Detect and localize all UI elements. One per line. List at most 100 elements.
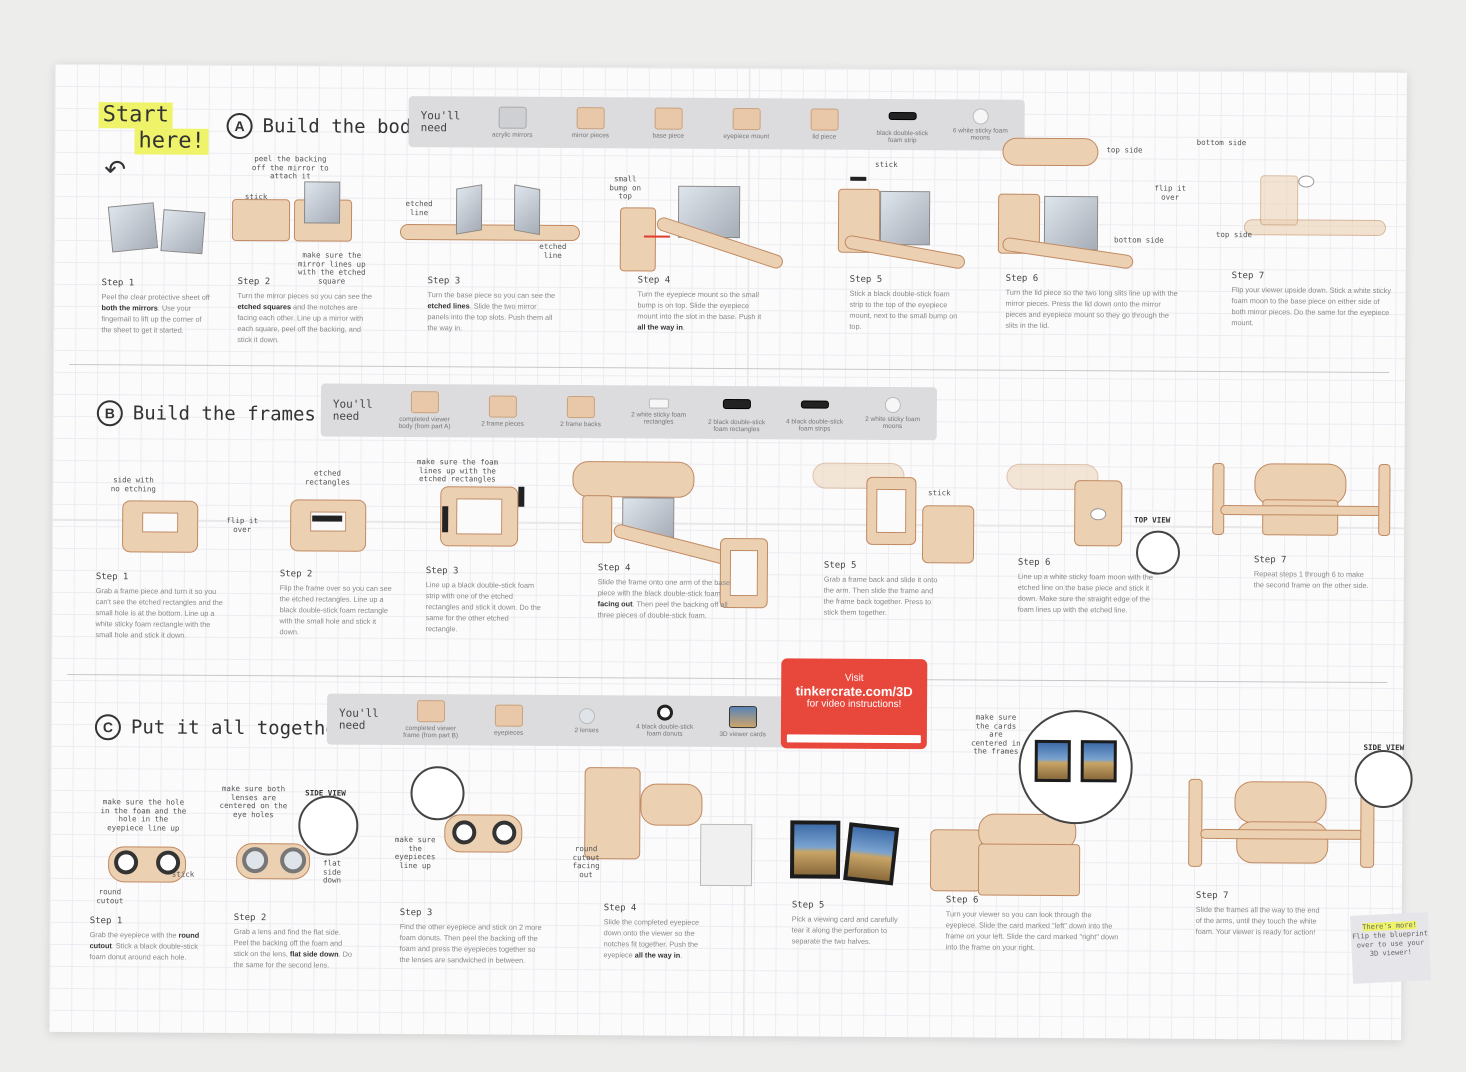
step-a3: Step 3 Turn the base piece so you can se… bbox=[427, 276, 557, 334]
step-label: Step 1 bbox=[95, 572, 129, 583]
step-b2: Step 2 Flip the frame over so you can se… bbox=[279, 569, 391, 638]
arrow-indicator bbox=[643, 235, 670, 238]
need-item: 2 white sticky foam moons bbox=[860, 396, 924, 430]
need-text: eyepieces bbox=[493, 729, 524, 737]
need-item: 6 white sticky foam moons bbox=[948, 108, 1012, 142]
step-label: Step 5 bbox=[823, 560, 857, 571]
step-b1: Step 1 Grab a frame piece and turn it so… bbox=[95, 572, 225, 641]
need-text: mirror pieces bbox=[571, 131, 610, 139]
step-label: Step 7 bbox=[1195, 890, 1229, 902]
zoom-inset bbox=[410, 766, 465, 821]
annotation: peel the backing off the mirror to attac… bbox=[251, 154, 329, 181]
lid-piece bbox=[640, 783, 703, 826]
section-a-heading: A Build the body bbox=[226, 112, 423, 140]
step-label: Step 4 bbox=[597, 563, 631, 574]
lens-icon bbox=[578, 707, 595, 724]
side-view-inset bbox=[298, 795, 359, 856]
foam-donut-icon bbox=[656, 704, 673, 721]
mirror-panel bbox=[513, 184, 541, 236]
acrylic-mirror-icon bbox=[498, 106, 527, 129]
stick-label: stick bbox=[171, 869, 195, 879]
mirror bbox=[303, 181, 341, 224]
section-title: Build the body bbox=[262, 115, 423, 139]
annotation: side with no etching bbox=[110, 475, 156, 494]
viewer-frame-icon bbox=[416, 700, 445, 723]
step-label: Step 4 bbox=[603, 903, 637, 914]
lid-piece bbox=[1234, 781, 1327, 824]
promo-tail: for video instructions! bbox=[806, 698, 902, 711]
step-c7: Step 7 Slide the frames all the way to t… bbox=[1196, 891, 1326, 938]
need-text: acrylic mirrors bbox=[492, 131, 533, 139]
frame-back-icon bbox=[566, 395, 595, 418]
section-title: Build the frames bbox=[132, 402, 316, 426]
need-text: 4 black double-stick foam donuts bbox=[636, 723, 694, 738]
foam-donut bbox=[492, 820, 517, 845]
step-text: Slide the frames all the way to the end … bbox=[1195, 904, 1320, 937]
need-item: base piece bbox=[636, 107, 700, 139]
eyepiece-mount bbox=[1260, 175, 1299, 226]
eyepiece-assembled bbox=[929, 829, 983, 892]
stick-label: stick bbox=[875, 159, 898, 170]
step-c6: Step 6 Turn your viewer so you can look … bbox=[946, 895, 1122, 953]
step-label: Step 4 bbox=[637, 275, 671, 286]
need-item: 2 frame pieces bbox=[471, 395, 535, 427]
lid-piece bbox=[572, 461, 695, 498]
annotation: make sure the cards are centered in the … bbox=[970, 712, 1021, 756]
here-word: here! bbox=[134, 128, 209, 155]
step-text: Find the other eyepiece and stick on 2 m… bbox=[399, 922, 542, 965]
mirror-sheet bbox=[107, 202, 159, 253]
step-c3: Step 3 Find the other eyepiece and stick… bbox=[399, 908, 547, 966]
step-label: Step 7 bbox=[1253, 555, 1287, 566]
need-item: lid piece bbox=[792, 107, 856, 140]
card-image bbox=[794, 824, 837, 875]
step-text: Slide the frame onto one arm of the base… bbox=[597, 577, 731, 620]
card-in-frame bbox=[1034, 739, 1071, 783]
need-text: black double-stick foam strip bbox=[876, 129, 929, 145]
foam-donut bbox=[114, 850, 139, 875]
black-foam-strip-icon bbox=[800, 400, 829, 409]
annotation: small bump on top bbox=[609, 174, 642, 201]
step-label: Step 5 bbox=[791, 900, 825, 911]
step-text: Turn the mirror pieces so you can see th… bbox=[237, 290, 372, 345]
step-label: Step 6 bbox=[1005, 273, 1039, 284]
step-text: Grab a frame piece and turn it so you ca… bbox=[95, 586, 223, 640]
section-divider-ab bbox=[69, 363, 1390, 374]
viewer-body-icon bbox=[410, 391, 439, 414]
lid-piece-icon bbox=[810, 107, 839, 131]
step-label: Step 2 bbox=[237, 276, 271, 288]
step-a6: Step 6 Turn the lid piece so the two lon… bbox=[1005, 274, 1181, 332]
step-a4: Step 4 Turn the eyepiece mount so the sm… bbox=[637, 275, 761, 333]
step-label: Step 1 bbox=[89, 916, 123, 927]
step-text: Peel the clear protective sheet off both… bbox=[101, 292, 210, 335]
need-text: 2 frame backs bbox=[560, 420, 601, 428]
foam-rectangle bbox=[312, 515, 343, 522]
step-label: Step 3 bbox=[425, 566, 459, 577]
needs-list-a: You'll need acrylic mirrors mirror piece… bbox=[408, 96, 1025, 151]
need-text: eyepiece mount bbox=[723, 132, 770, 140]
curved-arrow-icon: ↶ bbox=[104, 154, 127, 185]
step-text: Grab a frame back and slide it onto the … bbox=[823, 574, 938, 617]
annotation: etched rectangles bbox=[304, 468, 351, 487]
promo-url[interactable]: tinkercrate.com/3D bbox=[795, 683, 913, 700]
need-item: mirror pieces bbox=[558, 106, 622, 139]
need-text: 3D viewer cards bbox=[719, 730, 766, 738]
section-title: Put it all together bbox=[130, 716, 349, 740]
step-label: Step 1 bbox=[101, 278, 135, 289]
need-text: 2 frame pieces bbox=[481, 419, 524, 428]
frame-left bbox=[1188, 778, 1203, 867]
card-in-frame bbox=[1080, 740, 1117, 783]
annotation: TOP VIEW bbox=[1134, 515, 1171, 525]
eyepiece-mount bbox=[619, 207, 657, 272]
step-label: Step 3 bbox=[399, 908, 433, 919]
there-is-more-note: There's more! Flip the blueprint over to… bbox=[1350, 912, 1432, 984]
video-instructions-promo[interactable]: Visit tinkercrate.com/3D for video instr… bbox=[780, 658, 928, 750]
eyepiece-mount bbox=[582, 495, 613, 544]
need-label: You'll need bbox=[332, 397, 373, 423]
step-text: Grab the eyepiece with the round cutout.… bbox=[89, 930, 200, 962]
video-progress-bar bbox=[786, 734, 921, 744]
card-image bbox=[1083, 743, 1114, 780]
step-b7: Step 7 Repeat steps 1 through 6 to make … bbox=[1254, 555, 1374, 591]
frame-piece-icon bbox=[488, 395, 517, 418]
frame-left bbox=[1212, 462, 1225, 536]
need-label: You'll need bbox=[338, 706, 379, 732]
